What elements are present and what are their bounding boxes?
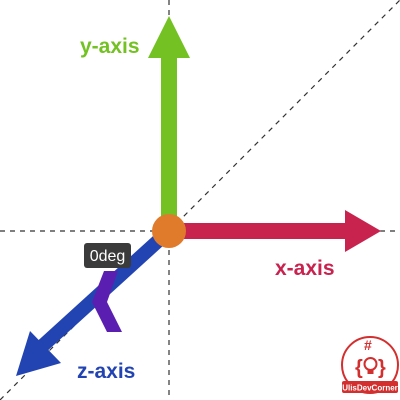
svg-text:}: }	[378, 357, 386, 379]
angle-marker-chevron	[92, 271, 122, 332]
x-axis-label: x-axis	[275, 257, 335, 280]
logo-symbol: #	[364, 337, 372, 353]
svg-text:{: {	[355, 357, 363, 379]
bulb-braces-logo-icon: { }	[355, 357, 386, 379]
ulisdevcorner-logo: { } # UlisDevCorner	[341, 336, 399, 394]
rotation-badge: 0deg	[84, 243, 131, 268]
y-axis-arrow	[148, 16, 190, 231]
origin-point	[152, 214, 186, 248]
rotation-badge-text: 0deg	[90, 248, 126, 265]
y-axis-label: y-axis	[80, 35, 140, 58]
logo-text: UlisDevCorner	[342, 384, 398, 393]
x-axis-arrow	[169, 210, 381, 252]
z-axis-label: z-axis	[77, 360, 135, 383]
